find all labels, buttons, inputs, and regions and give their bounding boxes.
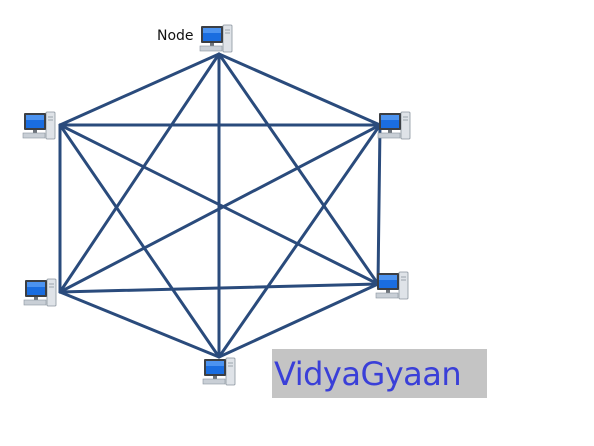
mesh-links — [58, 52, 382, 359]
watermark: VidyaGyaan — [272, 349, 487, 398]
link-1-2 — [376, 123, 382, 286]
nodes — [22, 24, 411, 386]
link-2-3 — [217, 282, 380, 359]
link-0-1 — [217, 52, 382, 127]
link-1-4 — [58, 123, 382, 294]
link-2-5 — [58, 123, 380, 286]
watermark-text: VidyaGyaan — [274, 354, 462, 393]
computer-icon — [377, 111, 411, 140]
computer-icon — [23, 278, 57, 307]
node-label: Node — [157, 28, 194, 44]
link-3-4 — [58, 290, 221, 359]
link-0-5 — [58, 52, 221, 127]
computer-icon — [375, 271, 409, 300]
computer-icon — [199, 24, 233, 53]
computer-icon — [22, 111, 56, 140]
link-0-4 — [58, 52, 221, 294]
link-1-3 — [217, 123, 382, 359]
link-3-5 — [58, 123, 221, 359]
link-2-4 — [58, 282, 380, 294]
computer-icon — [202, 357, 236, 386]
